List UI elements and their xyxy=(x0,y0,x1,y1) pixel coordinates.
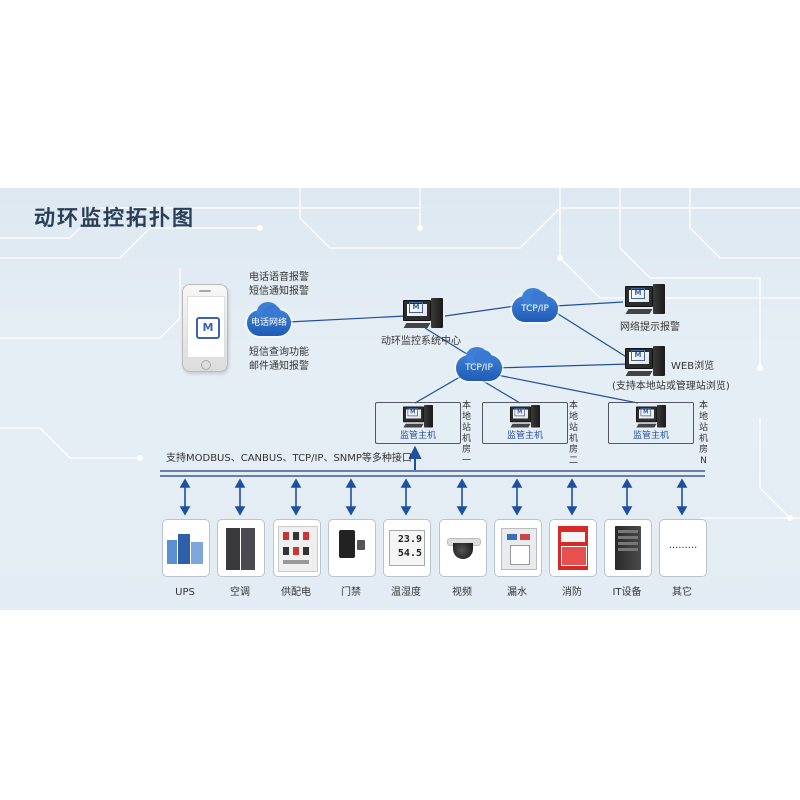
tcpip-top-label: TCP/IP xyxy=(521,304,549,314)
web-alarm-logo-icon: M xyxy=(631,288,645,299)
alarm-label-sms-query: 短信查询功能 xyxy=(249,347,309,358)
station-1-label: 监管主机 xyxy=(399,431,437,441)
station-2-computer-icon: M xyxy=(510,405,540,429)
phone-speaker xyxy=(199,290,211,292)
station-1-computer-icon: M xyxy=(403,405,433,429)
phone-home-button xyxy=(201,360,211,370)
alarm-label-email: 邮件通知报警 xyxy=(249,361,309,372)
power-distribution-icon xyxy=(278,526,318,572)
device-label-power-distribution: 供配电 xyxy=(281,587,311,598)
device-ups xyxy=(162,519,210,577)
more-icon: ......... xyxy=(668,540,698,551)
station-n-logo-icon: M xyxy=(640,408,651,417)
station-2-label: 监管主机 xyxy=(506,431,544,441)
camera-icon xyxy=(447,534,481,562)
web-browse-sub-label: (支持本地站或管理站浏览) xyxy=(612,381,730,392)
device-label-ups: UPS xyxy=(175,587,195,598)
alarm-label-sms: 短信通知报警 xyxy=(249,286,309,297)
center-computer-icon: M xyxy=(403,298,443,330)
device-water-leak xyxy=(494,519,542,577)
station-2-logo-icon: M xyxy=(514,408,525,417)
device-label-it-equipment: IT设备 xyxy=(612,587,642,598)
station-1-logo-icon: M xyxy=(407,408,418,417)
page-title: 动环监控拓扑图 xyxy=(34,206,195,230)
station-1-side-label: 本地站机房一 xyxy=(461,401,471,466)
station-box-n: M 监管主机 xyxy=(608,402,694,444)
station-box-1: M 监管主机 xyxy=(375,402,461,444)
tcpip-cloud-middle: TCP/IP xyxy=(456,347,502,381)
web-alarm-label: 网络提示报警 xyxy=(620,322,680,333)
tcpip-mid-label: TCP/IP xyxy=(465,363,493,373)
web-browse-computer-icon: M xyxy=(625,346,665,378)
web-browse-label: WEB浏览 xyxy=(671,361,715,372)
device-label-other: 其它 xyxy=(672,587,692,598)
web-alarm-computer-icon: M xyxy=(625,284,665,316)
background-circuit-lines xyxy=(0,188,800,521)
device-label-temperature-humidity: 温湿度 xyxy=(391,587,421,598)
air-conditioner-icon xyxy=(226,528,256,570)
bus-protocol-label: 支持MODBUS、CANBUS、TCP/IP、SNMP等多种接口 xyxy=(166,453,412,464)
center-label: 动环监控系统中心 xyxy=(381,336,461,347)
phone-screen: M xyxy=(187,296,225,358)
station-n-side-label: 本地站机房N xyxy=(698,401,708,466)
station-2-side-label: 本地站机房二 xyxy=(568,401,578,466)
device-air-conditioner xyxy=(217,519,265,577)
device-label-water-leak: 漏水 xyxy=(507,587,527,598)
device-temperature-humidity: 23.9 54.5 xyxy=(383,519,431,577)
station-n-computer-icon: M xyxy=(636,405,666,429)
thermo-reading-humidity: 54.5 xyxy=(397,548,422,559)
fire-protection-icon xyxy=(558,526,588,570)
device-label-access-control: 门禁 xyxy=(341,587,361,598)
device-label-air-conditioner: 空调 xyxy=(230,587,250,598)
temperature-humidity-icon: 23.9 54.5 xyxy=(389,530,425,566)
smartphone: M xyxy=(182,284,228,372)
phone-network-label: 电话网络 xyxy=(250,318,287,328)
server-icon xyxy=(615,526,641,570)
tcpip-cloud-top: TCP/IP xyxy=(512,288,558,322)
diagram-panel: 动环监控拓扑图 xyxy=(0,188,800,610)
device-other: ......... xyxy=(659,519,707,577)
device-camera xyxy=(439,519,487,577)
alarm-label-voice: 电话语音报警 xyxy=(249,272,309,283)
topology-connections xyxy=(160,301,705,516)
ups-icon xyxy=(167,534,205,564)
center-logo-icon: M xyxy=(409,302,423,313)
app-logo-icon: M xyxy=(196,317,220,339)
thermo-reading-temperature: 23.9 xyxy=(397,534,422,545)
device-access-control xyxy=(328,519,376,577)
water-leak-icon xyxy=(501,528,537,570)
device-it-equipment xyxy=(604,519,652,577)
device-label-camera: 视频 xyxy=(452,587,472,598)
station-box-2: M 监管主机 xyxy=(482,402,568,444)
station-n-label: 监管主机 xyxy=(632,431,670,441)
web-browse-logo-icon: M xyxy=(631,350,645,361)
access-control-icon xyxy=(339,530,365,564)
device-power-distribution xyxy=(273,519,321,577)
phone-network-cloud: 电话网络 xyxy=(247,302,291,336)
device-label-fire-protection: 消防 xyxy=(562,587,582,598)
device-fire-protection xyxy=(549,519,597,577)
